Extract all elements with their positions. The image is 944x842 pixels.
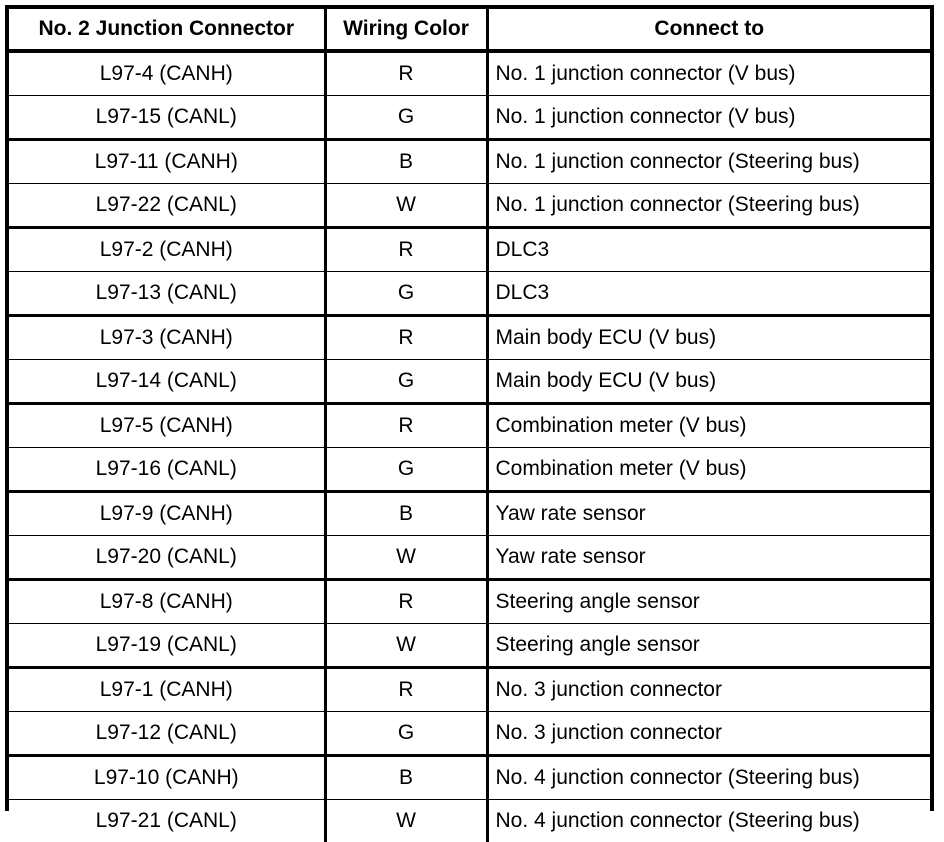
cell-wiring-color: R: [325, 228, 487, 272]
column-header-junction-connector: No. 2 Junction Connector: [9, 9, 325, 51]
cell-junction-connector: L97-21 (CANL): [9, 800, 325, 842]
column-header-connect-to: Connect to: [487, 9, 930, 51]
cell-connect-to: Steering angle sensor: [487, 624, 930, 668]
cell-junction-connector: L97-8 (CANH): [9, 580, 325, 624]
cell-connect-to: No. 3 junction connector: [487, 712, 930, 756]
junction-connector-wiring-table: No. 2 Junction Connector Wiring Color Co…: [9, 9, 930, 842]
column-header-wiring-color: Wiring Color: [325, 9, 487, 51]
cell-wiring-color: B: [325, 492, 487, 536]
cell-connect-to: Yaw rate sensor: [487, 536, 930, 580]
cell-junction-connector: L97-3 (CANH): [9, 316, 325, 360]
cell-junction-connector: L97-22 (CANL): [9, 184, 325, 228]
cell-junction-connector: L97-11 (CANH): [9, 140, 325, 184]
table-header: No. 2 Junction Connector Wiring Color Co…: [9, 9, 930, 51]
cell-connect-to: No. 4 junction connector (Steering bus): [487, 756, 930, 800]
cell-junction-connector: L97-15 (CANL): [9, 96, 325, 140]
cell-wiring-color: G: [325, 272, 487, 316]
cell-wiring-color: W: [325, 184, 487, 228]
cell-wiring-color: G: [325, 448, 487, 492]
cell-wiring-color: B: [325, 756, 487, 800]
cell-junction-connector: L97-10 (CANH): [9, 756, 325, 800]
cell-connect-to: DLC3: [487, 228, 930, 272]
cell-junction-connector: L97-5 (CANH): [9, 404, 325, 448]
cell-wiring-color: R: [325, 51, 487, 96]
cell-junction-connector: L97-1 (CANH): [9, 668, 325, 712]
cell-connect-to: Combination meter (V bus): [487, 448, 930, 492]
cell-connect-to: No. 1 junction connector (V bus): [487, 51, 930, 96]
cell-wiring-color: R: [325, 316, 487, 360]
cell-connect-to: No. 1 junction connector (V bus): [487, 96, 930, 140]
cell-connect-to: Steering angle sensor: [487, 580, 930, 624]
cell-junction-connector: L97-12 (CANL): [9, 712, 325, 756]
cell-junction-connector: L97-20 (CANL): [9, 536, 325, 580]
cell-wiring-color: R: [325, 404, 487, 448]
cell-connect-to: Main body ECU (V bus): [487, 360, 930, 404]
wiring-table-container: No. 2 Junction Connector Wiring Color Co…: [5, 5, 934, 811]
cell-junction-connector: L97-9 (CANH): [9, 492, 325, 536]
cell-wiring-color: R: [325, 580, 487, 624]
cell-wiring-color: G: [325, 360, 487, 404]
cell-connect-to: No. 4 junction connector (Steering bus): [487, 800, 930, 842]
cell-connect-to: No. 1 junction connector (Steering bus): [487, 140, 930, 184]
cell-junction-connector: L97-19 (CANL): [9, 624, 325, 668]
cell-junction-connector: L97-14 (CANL): [9, 360, 325, 404]
cell-wiring-color: W: [325, 536, 487, 580]
cell-connect-to: Yaw rate sensor: [487, 492, 930, 536]
cell-connect-to: Main body ECU (V bus): [487, 316, 930, 360]
cell-wiring-color: W: [325, 624, 487, 668]
cell-connect-to: Combination meter (V bus): [487, 404, 930, 448]
cell-junction-connector: L97-2 (CANH): [9, 228, 325, 272]
cell-wiring-color: B: [325, 140, 487, 184]
cell-wiring-color: W: [325, 800, 487, 842]
cell-connect-to: No. 1 junction connector (Steering bus): [487, 184, 930, 228]
cell-connect-to: No. 3 junction connector: [487, 668, 930, 712]
table-header-row: No. 2 Junction Connector Wiring Color Co…: [9, 9, 930, 51]
cell-junction-connector: L97-4 (CANH): [9, 51, 325, 96]
cell-connect-to: DLC3: [487, 272, 930, 316]
cell-wiring-color: G: [325, 96, 487, 140]
cell-wiring-color: R: [325, 668, 487, 712]
cell-junction-connector: L97-13 (CANL): [9, 272, 325, 316]
cell-wiring-color: G: [325, 712, 487, 756]
cell-junction-connector: L97-16 (CANL): [9, 448, 325, 492]
